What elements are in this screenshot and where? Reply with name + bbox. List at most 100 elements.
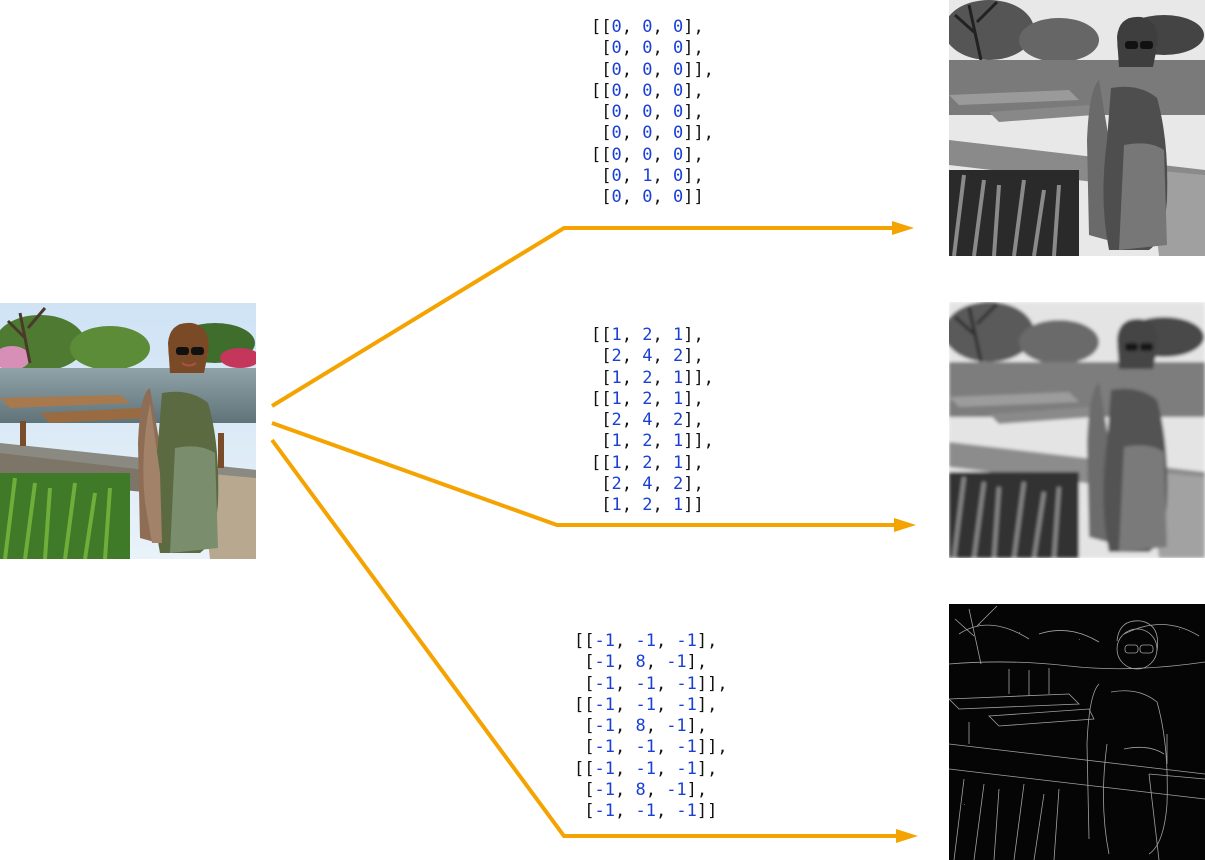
output-edge-image xyxy=(949,604,1205,860)
kernel-value: -1 xyxy=(594,737,615,758)
kernel-row: [[1, 2, 1], xyxy=(591,388,704,409)
kernel-row: [-1, -1, -1]], xyxy=(574,673,728,694)
output-identity-image xyxy=(949,0,1205,256)
kernel-value: 0 xyxy=(611,17,622,37)
kernel-value: 1 xyxy=(611,388,622,409)
output-blur-image xyxy=(949,302,1205,558)
kernel-value: 2 xyxy=(611,410,622,431)
kernel-row: [0, 0, 0]], xyxy=(591,123,714,144)
kernel-value: 0 xyxy=(642,17,653,37)
kernel-value: -1 xyxy=(594,780,615,801)
kernel-row: [[0, 0, 0], xyxy=(591,17,704,37)
kernel-value: 1 xyxy=(611,495,622,516)
kernel-row: [0, 0, 0]], xyxy=(591,59,714,80)
kernel-value: 1 xyxy=(672,495,684,516)
kernel-value: 2 xyxy=(672,474,684,495)
kernel-value: 0 xyxy=(611,80,622,101)
arrow-to-edge xyxy=(270,438,900,838)
kernel-value: 8 xyxy=(635,780,646,801)
kernel-value: 0 xyxy=(672,123,684,144)
kernel-value: 4 xyxy=(642,410,653,431)
kernel-value: -1 xyxy=(594,673,615,694)
kernel-value: 0 xyxy=(611,59,622,80)
kernel-value: 2 xyxy=(642,388,653,409)
kernel-value: 2 xyxy=(611,346,622,367)
kernel-value: 0 xyxy=(642,59,653,80)
output-photo-edge xyxy=(949,604,1205,860)
kernel-value: 0 xyxy=(672,187,684,208)
kernel-row: [[-1, -1, -1], xyxy=(574,758,718,779)
kernel-value: -1 xyxy=(676,737,697,758)
kernel-value: -1 xyxy=(676,631,697,651)
kernel-value: -1 xyxy=(666,780,687,801)
kernel-value: 2 xyxy=(672,346,684,367)
kernel-value: 8 xyxy=(635,652,646,673)
kernel-value: 1 xyxy=(611,367,622,388)
kernel-row: [-1, 8, -1], xyxy=(574,780,708,801)
kernel-value: 0 xyxy=(611,123,622,144)
kernel-value: 0 xyxy=(672,144,684,165)
kernel-value: -1 xyxy=(676,694,697,715)
kernel-row: [-1, 8, -1], xyxy=(574,652,708,673)
arrow-to-identity xyxy=(270,226,896,408)
kernel-value: 0 xyxy=(672,59,684,80)
kernel-value: -1 xyxy=(594,716,615,737)
kernel-value: 0 xyxy=(642,102,653,123)
kernel-value: -1 xyxy=(594,801,615,822)
kernel-value: 1 xyxy=(672,325,684,345)
arrowhead-identity xyxy=(892,221,914,235)
kernel-row: [2, 4, 2], xyxy=(591,410,704,431)
kernel-value: 0 xyxy=(672,38,684,59)
kernel-row: [[-1, -1, -1], xyxy=(574,694,718,715)
kernel-value: 1 xyxy=(672,367,684,388)
kernel-value: 4 xyxy=(642,346,653,367)
kernel-row: [[-1, -1, -1], xyxy=(574,631,718,651)
kernel-value: -1 xyxy=(635,694,656,715)
kernel-value: 1 xyxy=(611,452,622,473)
kernel-row: [2, 4, 2], xyxy=(591,346,704,367)
kernel-row: [[0, 0, 0], xyxy=(591,80,704,101)
kernel-value: 0 xyxy=(611,187,622,208)
kernel-value: 0 xyxy=(642,38,653,59)
kernel-value: 0 xyxy=(642,80,653,101)
kernel-row: [-1, 8, -1], xyxy=(574,716,708,737)
kernel-value: 2 xyxy=(611,474,622,495)
kernel-value: -1 xyxy=(594,694,615,715)
kernel-value: 1 xyxy=(672,431,684,452)
kernel-value: 0 xyxy=(672,80,684,101)
kernel-value: 1 xyxy=(611,431,622,452)
kernel-row: [-1, -1, -1]], xyxy=(574,737,728,758)
kernel-value: 2 xyxy=(642,495,653,516)
kernel-value: 2 xyxy=(642,431,653,452)
kernel-value: 0 xyxy=(611,144,622,165)
kernel-blur-matrix: [[1, 2, 1], [2, 4, 2], [1, 2, 1]],[[1, 2… xyxy=(591,325,714,517)
kernel-value: 0 xyxy=(672,166,684,187)
kernel-value: 1 xyxy=(672,452,684,473)
kernel-row: [1, 2, 1]] xyxy=(591,495,704,516)
kernel-value: -1 xyxy=(594,631,615,651)
kernel-value: 2 xyxy=(642,367,653,388)
kernel-value: -1 xyxy=(635,801,656,822)
kernel-value: 0 xyxy=(642,144,653,165)
kernel-value: -1 xyxy=(666,716,687,737)
arrowhead-edge xyxy=(896,829,918,843)
kernel-value: 1 xyxy=(642,166,653,187)
kernel-value: 0 xyxy=(672,17,684,37)
source-photo xyxy=(0,303,256,559)
kernel-identity-matrix: [[0, 0, 0], [0, 0, 0], [0, 0, 0]],[[0, 0… xyxy=(591,17,714,209)
kernel-row: [0, 1, 0], xyxy=(591,166,704,187)
kernel-row: [-1, -1, -1]] xyxy=(574,801,718,822)
arrowhead-blur xyxy=(894,518,916,532)
arrow-to-blur xyxy=(271,421,898,527)
kernel-row: [2, 4, 2], xyxy=(591,474,704,495)
kernel-value: 2 xyxy=(672,410,684,431)
kernel-value: -1 xyxy=(635,758,656,779)
kernel-value: -1 xyxy=(594,652,615,673)
output-photo-identity xyxy=(949,0,1205,256)
kernel-value: -1 xyxy=(594,758,615,779)
source-photo-image xyxy=(0,303,256,559)
kernel-value: -1 xyxy=(635,737,656,758)
kernel-row: [1, 2, 1]], xyxy=(591,367,714,388)
kernel-row: [[1, 2, 1], xyxy=(591,325,704,345)
